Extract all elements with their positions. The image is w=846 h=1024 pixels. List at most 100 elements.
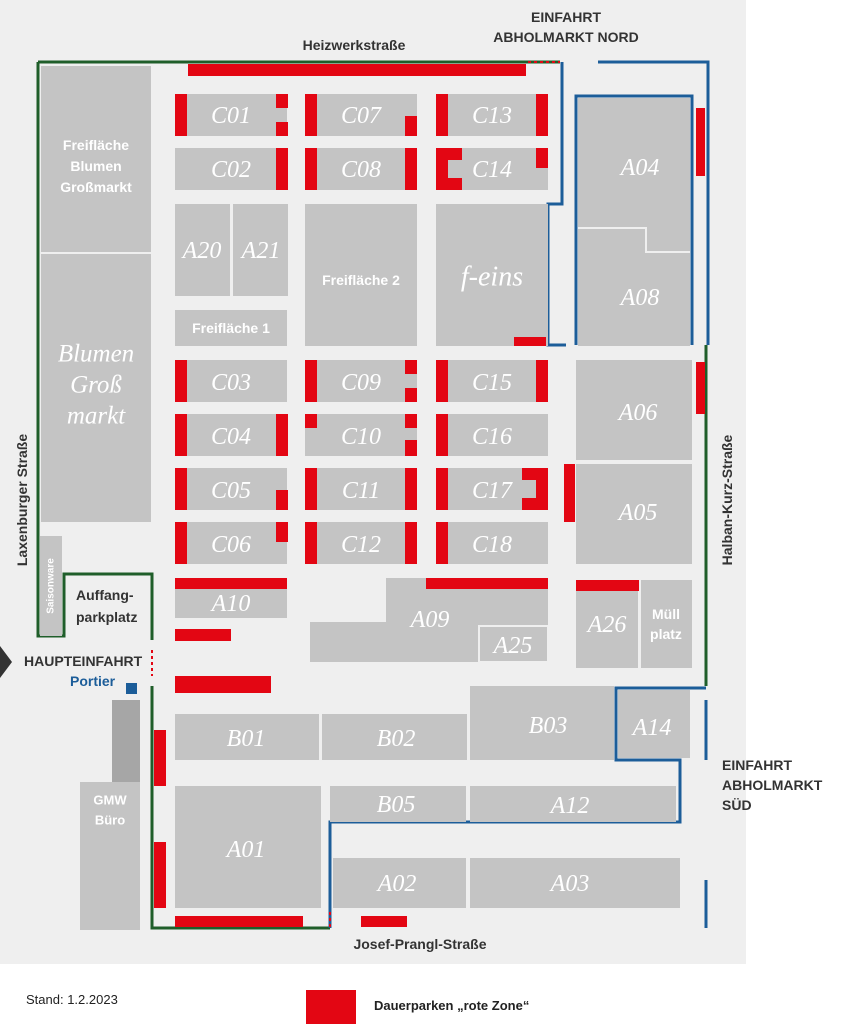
main-entrance-arrow-icon — [0, 646, 12, 678]
street-heizwerkstrasse: Heizwerkstraße — [303, 37, 406, 53]
label-A03: A03 — [549, 871, 590, 897]
label-C05: C05 — [211, 478, 251, 504]
label-B01: B01 — [227, 726, 266, 752]
label-feins: f-eins — [461, 262, 523, 293]
block-blumen-grossmarkt — [41, 254, 151, 522]
label-C15: C15 — [472, 370, 512, 396]
red-zone — [175, 360, 187, 402]
label-muell-2: platz — [650, 626, 682, 642]
hall-C08 — [305, 148, 417, 190]
hall-C12 — [305, 522, 417, 564]
red-zone — [436, 522, 448, 564]
hall-A20 — [175, 204, 230, 296]
hall-C01 — [175, 94, 287, 136]
red-zone — [405, 440, 417, 456]
hall-A04 — [578, 98, 690, 252]
label-auffang-1: Auffang- — [76, 587, 134, 603]
red-zone — [514, 337, 546, 346]
red-zone — [405, 414, 417, 428]
red-zone — [576, 580, 639, 591]
red-zone — [276, 490, 288, 510]
label-C01: C01 — [211, 103, 251, 129]
hall-C04 — [175, 414, 287, 456]
hall-C06 — [175, 522, 287, 564]
portier-marker — [126, 683, 137, 694]
red-zone — [405, 522, 417, 564]
label-A12: A12 — [549, 793, 590, 819]
red-zone — [154, 730, 166, 786]
hall-C07 — [305, 94, 417, 136]
red-zone — [405, 360, 417, 374]
hall-A06 — [576, 360, 692, 460]
label-C03: C03 — [211, 370, 251, 396]
label-A06: A06 — [617, 400, 658, 426]
red-zone — [564, 464, 575, 522]
red-zone — [536, 94, 548, 136]
label-gmw: GMW — [93, 793, 127, 808]
label-A09: A09 — [409, 607, 450, 633]
red-zone — [305, 522, 317, 564]
hall-A03 — [470, 858, 680, 908]
entry-nord-1: EINFAHRT — [531, 9, 601, 25]
hall-C05 — [175, 468, 287, 510]
hall-A01 — [175, 786, 321, 908]
entry-sued-2: ABHOLMARKT — [722, 777, 823, 793]
block-saisonware — [40, 536, 62, 636]
label-A25: A25 — [492, 633, 533, 659]
label-C14: C14 — [472, 157, 512, 183]
red-zone — [154, 842, 166, 908]
hall-C11 — [305, 468, 417, 510]
hall-A02 — [333, 858, 466, 908]
label-A26: A26 — [586, 612, 627, 638]
label-A20: A20 — [181, 238, 222, 264]
label-C13: C13 — [472, 103, 512, 129]
hall-C16 — [436, 414, 548, 456]
red-zone — [175, 676, 271, 693]
label-muell-1: Müll — [652, 606, 680, 622]
block-freiflaeche2 — [305, 204, 417, 346]
block-freiflaeche1 — [175, 310, 287, 346]
red-zone-heizwerk — [188, 64, 526, 76]
label-C04: C04 — [211, 424, 251, 450]
label-B02: B02 — [377, 726, 416, 752]
label-C09: C09 — [341, 370, 381, 396]
red-zone — [536, 148, 548, 168]
street-laxenburger-strasse: Laxenburger Straße — [14, 434, 30, 566]
entry-sued-1: EINFAHRT — [722, 757, 792, 773]
red-zone — [305, 468, 317, 510]
green-boundary — [36, 60, 560, 930]
hall-C09 — [305, 360, 417, 402]
red-zone — [436, 94, 448, 136]
red-zone — [305, 94, 317, 136]
street-josef-prangl-strasse: Josef-Prangl-Straße — [353, 936, 486, 952]
label-A10: A10 — [210, 591, 251, 617]
label-A01: A01 — [225, 837, 266, 863]
label-freiflaeche1: Freifläche 1 — [192, 320, 270, 336]
red-zone — [436, 468, 448, 510]
label-A04: A04 — [619, 155, 660, 181]
hall-C13 — [436, 94, 548, 136]
hall-A14 — [618, 690, 690, 758]
label-C07: C07 — [341, 103, 382, 129]
hall-A08 — [578, 228, 690, 346]
red-zone — [305, 360, 317, 402]
hall-C15 — [436, 360, 548, 402]
hall-C18 — [436, 522, 548, 564]
red-zone — [436, 414, 448, 456]
footer-stand-date: Stand: 1.2.2023 — [26, 992, 118, 1007]
legend-red-zone-label: Dauerparken „rote Zone“ — [374, 998, 530, 1013]
label-C12: C12 — [341, 532, 381, 558]
label-A14: A14 — [631, 715, 672, 741]
label-A05: A05 — [617, 500, 658, 526]
red-zone — [536, 360, 548, 402]
label-A02: A02 — [376, 871, 417, 897]
red-zone — [276, 522, 288, 542]
hall-C10 — [305, 414, 417, 456]
entry-portier: Portier — [70, 673, 116, 689]
red-zone — [276, 122, 288, 136]
hall-B03 — [470, 686, 614, 760]
hall-A21 — [233, 204, 288, 296]
hall-C03 — [175, 360, 287, 402]
label-C16: C16 — [472, 424, 512, 450]
